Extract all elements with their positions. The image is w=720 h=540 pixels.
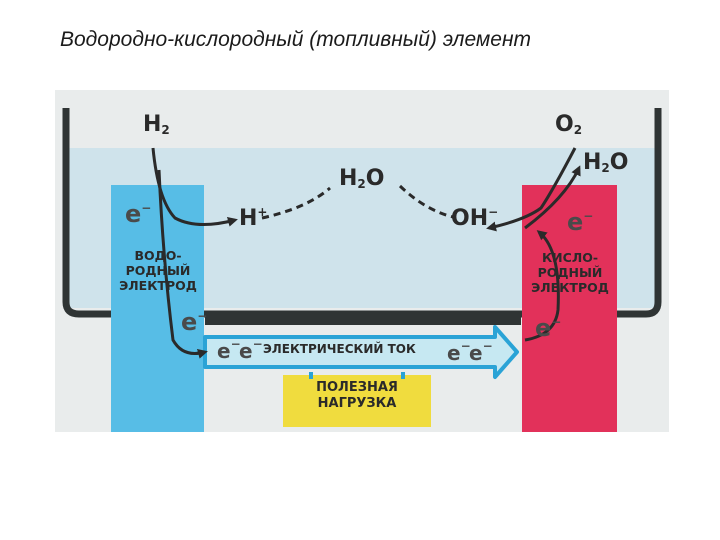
electron-path-oxygen (524, 230, 560, 342)
dashed-link-left (261, 186, 331, 220)
electron-label-current-left-2: e− (239, 337, 263, 363)
water-out-arrow (524, 165, 581, 230)
h2-flow-arrow (151, 147, 238, 227)
hydrogen-electrode (111, 185, 204, 432)
h-plus-label: H+ (239, 205, 268, 231)
hydrogen-electrode-label: ВОДО- РОДНЫЙ ЭЛЕКТРОД (119, 248, 197, 293)
oxygen-electrode (522, 185, 617, 432)
electron-label-oxygen-top: e− (567, 208, 594, 236)
load-connector (309, 372, 405, 379)
electron-label-current-right-2: e− (469, 339, 493, 365)
current-label: ЭЛЕКТРИЧЕСКИЙ ТОК (263, 342, 416, 356)
electron-label-oxygen-bottom: e− (535, 314, 562, 342)
o2-label: O2 (555, 112, 583, 137)
fuel-cell-diagram: H2 O2 H2O H2O H+ OH− e− e− e− e− e− e− e… (55, 90, 669, 432)
slide-title: Водородно-кислородный (топливный) элемен… (60, 28, 532, 51)
fuel-cell-graphic (55, 90, 669, 432)
electron-label-current-right: e− (447, 339, 471, 365)
external-wire (205, 316, 521, 325)
electron-label-hydrogen-bottom: e− (181, 308, 208, 336)
h2o-right-label: H2O (583, 150, 629, 175)
current-arrow (203, 325, 519, 379)
electron-label-current-left: e− (217, 337, 241, 363)
oh-minus-label: OH− (451, 205, 499, 231)
h2-label: H2 (143, 112, 170, 137)
load-label: ПОЛЕЗНАЯ НАГРУЗКА (316, 380, 398, 411)
electron-path-hydrogen (157, 169, 208, 359)
container-wall (62, 108, 662, 318)
oxygen-electrode-label: КИСЛО- РОДНЫЙ ЭЛЕКТРОД (531, 250, 609, 295)
dashed-link-right (398, 184, 454, 219)
h2o-top-label: H2O (339, 166, 385, 191)
o2-flow-arrow (486, 147, 577, 232)
load-box (283, 375, 431, 427)
electron-label-hydrogen-top: e− (125, 200, 152, 228)
